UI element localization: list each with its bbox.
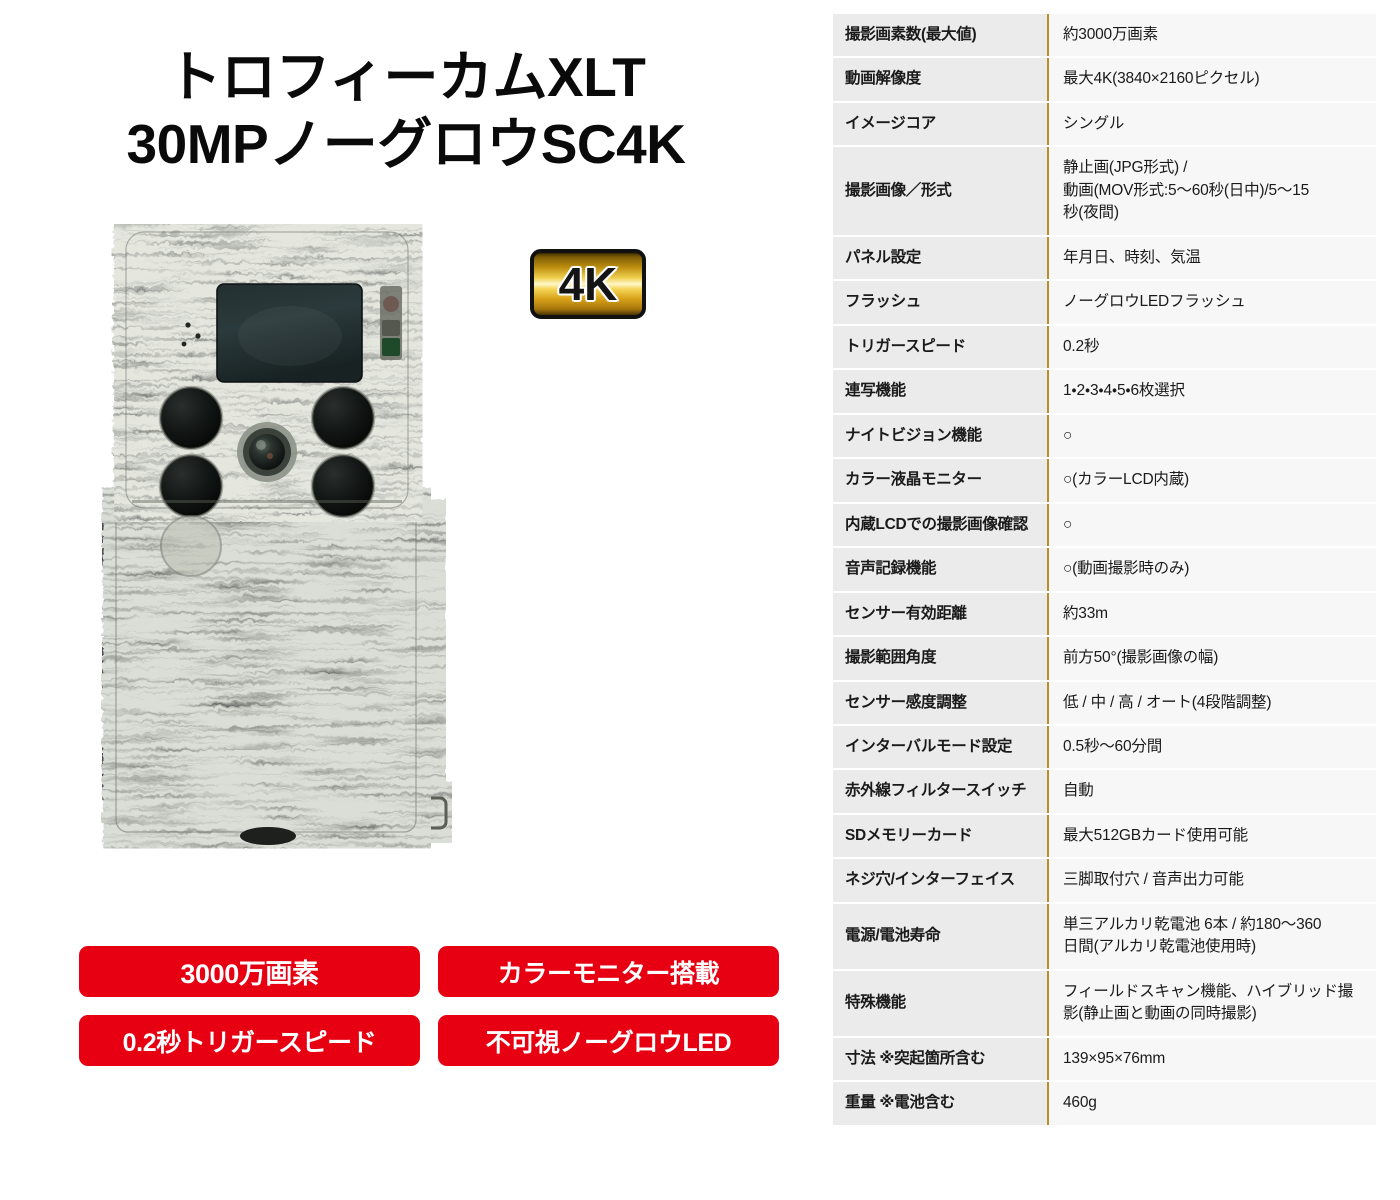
spec-value: シングル — [1047, 101, 1376, 148]
spec-key: 特殊機能 — [833, 969, 1048, 1038]
table-row: 赤外線フィルタースイッチ 自動 — [833, 769, 1376, 815]
spec-value: ノーグロウLEDフラッシュ — [1047, 280, 1376, 326]
table-row: フラッシュ ノーグロウLEDフラッシュ — [833, 280, 1376, 326]
spec-value: 約3000万画素 — [1047, 14, 1376, 59]
spec-value: 静止画(JPG形式) / 動画(MOV形式:5〜60秒(日中)/5〜15 秒(夜… — [1047, 146, 1376, 237]
table-row: SDメモリーカード 最大512GBカード使用可能 — [833, 813, 1376, 860]
feature-badge-megapixels: 3000万画素 — [79, 946, 420, 997]
product-visual-panel: トロフィーカムXLT 30MPノーグロウSC4K 4K — [79, 46, 779, 1066]
spec-value: ○(カラーLCD内蔵) — [1047, 458, 1376, 504]
spec-value: 単三アルカリ乾電池 6本 / 約180〜360 日間(アルカリ乾電池使用時) — [1047, 902, 1376, 971]
spec-key: 赤外線フィルタースイッチ — [833, 769, 1048, 815]
spec-value: 139×95×76mm — [1047, 1036, 1376, 1083]
product-image — [92, 224, 522, 894]
table-row: トリガースピード 0.2秒 — [833, 324, 1376, 371]
spec-value: 低 / 中 / 高 / オート(4段階調整) — [1047, 680, 1376, 726]
spec-key: 内蔵LCDでの撮影画像確認 — [833, 502, 1048, 549]
table-row: 音声記録機能 ○(動画撮影時のみ) — [833, 547, 1376, 593]
spec-key: SDメモリーカード — [833, 813, 1048, 860]
table-row: 連写機能 1・2・3・4・5・6枚選択 — [833, 369, 1376, 415]
table-row: カラー液晶モニター ○(カラーLCD内蔵) — [833, 458, 1376, 504]
spec-key: カラー液晶モニター — [833, 458, 1048, 504]
spec-key: ナイトビジョン機能 — [833, 413, 1048, 460]
spec-key: 動画解像度 — [833, 57, 1048, 103]
feature-badge-no-glow-led: 不可視ノーグロウLED — [438, 1015, 779, 1066]
specification-table-body: 撮影画素数(最大値) 約3000万画素 動画解像度 最大4K(3840×2160… — [833, 14, 1376, 1127]
camera-pir-sensor — [160, 515, 222, 577]
table-row: 重量 ※電池含む 460g — [833, 1081, 1376, 1127]
trail-camera-illustration — [102, 231, 450, 845]
spec-key: インターバルモード設定 — [833, 724, 1048, 771]
spec-key: センサー感度調整 — [833, 680, 1048, 726]
camera-lens — [237, 422, 297, 482]
table-row: ネジ穴/インターフェイス 三脚取付穴 / 音声出力可能 — [833, 858, 1376, 904]
spec-value: フィールドスキャン機能、ハイブリッド撮 影(静止画と動画の同時撮影) — [1047, 969, 1376, 1038]
resolution-4k-badge: 4K — [530, 249, 646, 319]
table-row: インターバルモード設定 0.5秒〜60分間 — [833, 724, 1376, 771]
table-row: 内蔵LCDでの撮影画像確認 ○ — [833, 502, 1376, 549]
spec-key: 撮影画像／形式 — [833, 146, 1048, 237]
tripod-mount — [240, 827, 296, 845]
feature-badge-color-monitor: カラーモニター搭載 — [438, 946, 779, 997]
feature-badge-list: 3000万画素 カラーモニター搭載 0.2秒トリガースピード 不可視ノーグロウL… — [79, 946, 779, 1066]
spec-key: 寸法 ※突起箇所含む — [833, 1036, 1048, 1083]
spec-key: 連写機能 — [833, 369, 1048, 415]
camera-screen — [216, 283, 363, 383]
table-row: 動画解像度 最大4K(3840×2160ピクセル) — [833, 57, 1376, 103]
table-row: パネル設定 年月日、時刻、気温 — [833, 235, 1376, 282]
camera-lower-body — [102, 501, 450, 845]
feature-badge-trigger-speed: 0.2秒トリガースピード — [79, 1015, 420, 1066]
spec-value: 0.2秒 — [1047, 324, 1376, 371]
table-row: 撮影範囲角度 前方50°(撮影画像の幅) — [833, 636, 1376, 682]
page-title: トロフィーカムXLT 30MPノーグロウSC4K — [126, 46, 686, 176]
camera-latch — [408, 512, 450, 840]
spec-key: 音声記録機能 — [833, 547, 1048, 593]
spec-value: 約33m — [1047, 591, 1376, 638]
table-row: 撮影画素数(最大値) 約3000万画素 — [833, 14, 1376, 59]
table-row: 電源/電池寿命 単三アルカリ乾電池 6本 / 約180〜360 日間(アルカリ乾… — [833, 902, 1376, 971]
spec-key: 撮影画素数(最大値) — [833, 14, 1048, 59]
specification-table: 撮影画素数(最大値) 約3000万画素 動画解像度 最大4K(3840×2160… — [833, 14, 1376, 1127]
spec-value: 三脚取付穴 / 音声出力可能 — [1047, 858, 1376, 904]
spec-key: 電源/電池寿命 — [833, 902, 1048, 971]
table-row: イメージコア シングル — [833, 101, 1376, 148]
table-row: ナイトビジョン機能 ○ — [833, 413, 1376, 460]
table-row: 寸法 ※突起箇所含む 139×95×76mm — [833, 1036, 1376, 1083]
spec-value: 最大512GBカード使用可能 — [1047, 813, 1376, 860]
camera-ir-leds — [158, 385, 376, 519]
spec-value: 最大4K(3840×2160ピクセル) — [1047, 57, 1376, 103]
camera-screws — [181, 322, 201, 347]
table-row: センサー感度調整 低 / 中 / 高 / オート(4段階調整) — [833, 680, 1376, 726]
spec-key: パネル設定 — [833, 235, 1048, 282]
spec-key: トリガースピード — [833, 324, 1048, 371]
camera-upper-body — [125, 231, 409, 577]
camera-side-sensors — [380, 286, 402, 360]
spec-key: 重量 ※電池含む — [833, 1081, 1048, 1127]
spec-key: 撮影範囲角度 — [833, 636, 1048, 682]
spec-value: 460g — [1047, 1081, 1376, 1127]
spec-value: 前方50°(撮影画像の幅) — [1047, 636, 1376, 682]
spec-value: 1・2・3・4・5・6枚選択 — [1047, 369, 1376, 415]
table-row: センサー有効距離 約33m — [833, 591, 1376, 638]
table-row: 特殊機能 フィールドスキャン機能、ハイブリッド撮 影(静止画と動画の同時撮影) — [833, 969, 1376, 1038]
spec-key: イメージコア — [833, 101, 1048, 148]
spec-value: 0.5秒〜60分間 — [1047, 724, 1376, 771]
spec-value: 年月日、時刻、気温 — [1047, 235, 1376, 282]
spec-key: フラッシュ — [833, 280, 1048, 326]
resolution-4k-label: 4K — [557, 258, 618, 310]
spec-value: ○ — [1047, 502, 1376, 549]
table-row: 撮影画像／形式 静止画(JPG形式) / 動画(MOV形式:5〜60秒(日中)/… — [833, 146, 1376, 237]
spec-value: ○ — [1047, 413, 1376, 460]
spec-value: 自動 — [1047, 769, 1376, 815]
spec-key: センサー有効距離 — [833, 591, 1048, 638]
spec-key: ネジ穴/インターフェイス — [833, 858, 1048, 904]
spec-value: ○(動画撮影時のみ) — [1047, 547, 1376, 593]
